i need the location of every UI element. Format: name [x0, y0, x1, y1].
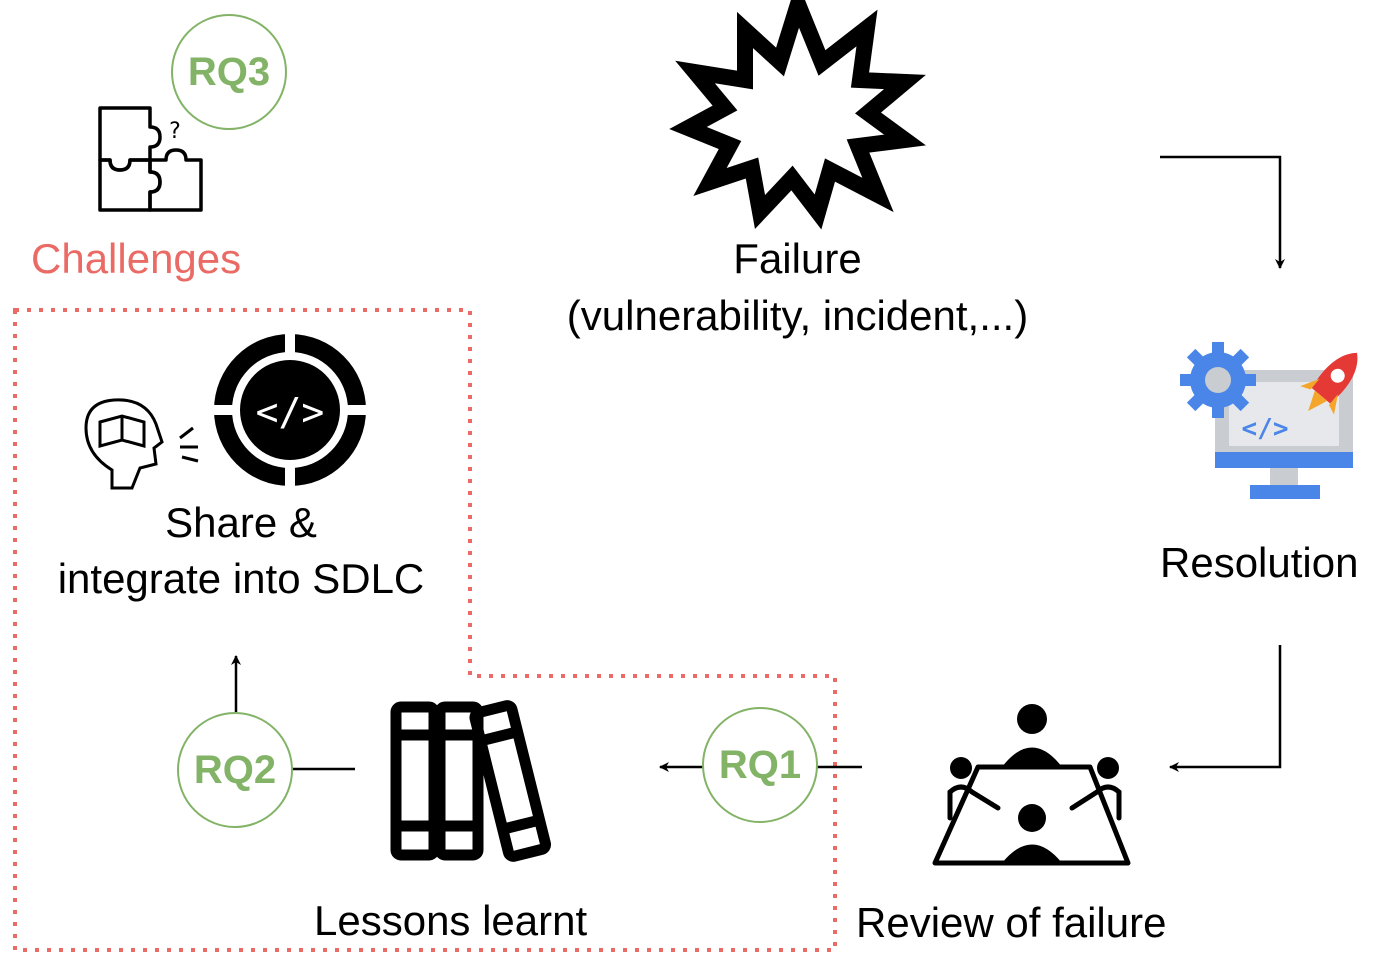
sdlc-scope-dashed-border — [13, 308, 837, 952]
svg-text:?: ? — [169, 119, 181, 144]
failure-label: Failure (vulnerability, incident,...) — [520, 234, 1075, 340]
rq3-badge: RQ3 — [171, 14, 287, 130]
head-book-code-cycle-icon: </> — [84, 330, 368, 490]
monitor-code-rocket-icon: </> — [1180, 342, 1358, 499]
failure-label-line1: Failure — [733, 235, 862, 282]
books-icon — [390, 700, 552, 862]
review-label: Review of failure — [856, 899, 1167, 946]
resolution-label: Resolution — [1160, 539, 1359, 586]
arrow-resolution-to-review — [1169, 645, 1282, 772]
explosion-icon — [669, 0, 926, 230]
share-label: Share & integrate into SDLC — [20, 498, 462, 603]
failure-label-line2: (vulnerability, incident,...) — [566, 291, 1029, 339]
rq1-badge: RQ1 — [702, 707, 818, 823]
share-label-line2: integrate into SDLC — [57, 554, 425, 602]
svg-text:</>: </> — [1242, 414, 1289, 444]
puzzle-question-icon: ? — [98, 106, 203, 212]
challenges-label: Challenges — [31, 235, 242, 282]
meeting-table-icon — [932, 704, 1131, 866]
share-label-line1: Share & — [165, 499, 317, 546]
arrow-failure-to-resolution — [1160, 155, 1285, 269]
rq2-badge: RQ2 — [177, 712, 293, 828]
svg-text:</>: </> — [256, 390, 325, 434]
lessons-label: Lessons learnt — [314, 897, 588, 944]
